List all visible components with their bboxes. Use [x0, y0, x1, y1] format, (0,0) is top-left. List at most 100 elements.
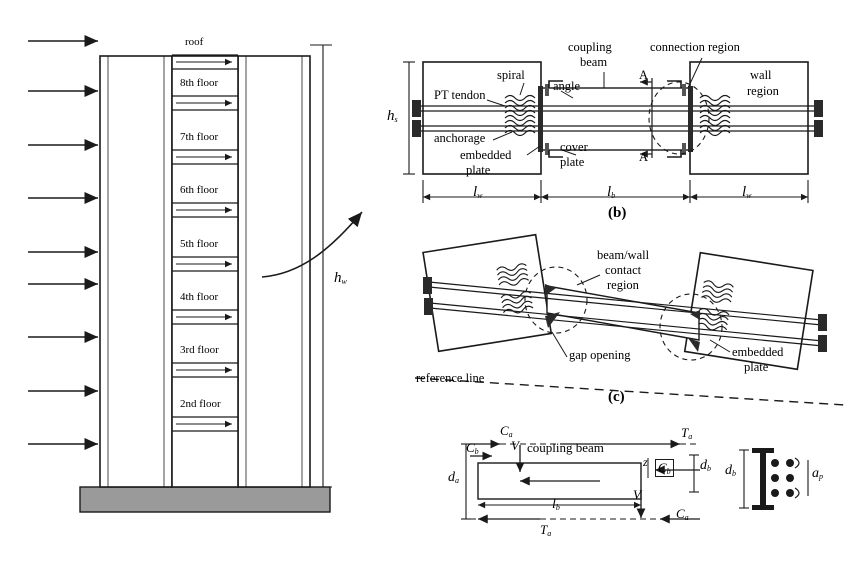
force-ta-right-base: T	[681, 425, 689, 440]
force-ta-bottom-base: T	[540, 522, 548, 537]
dimension-hs-line	[403, 61, 415, 175]
cover-plate-label-line2: plate	[560, 155, 585, 169]
connection-region-highlight	[648, 81, 710, 155]
beam-direction-arrows	[176, 58, 232, 428]
dimension-lw-left-sub: w	[477, 191, 483, 200]
dimension-lw-left-base: l	[473, 184, 478, 200]
floor-label-7th: 7th floor	[180, 131, 219, 143]
panel-a-elevation	[28, 35, 363, 513]
dimension-lw-right-base: l	[742, 184, 747, 200]
dimension-hw	[310, 44, 332, 488]
pt-tendon-label: PT tendon	[434, 88, 486, 102]
dimension-lw-right-label: lw	[742, 184, 752, 201]
force-ca-top-sub: a	[508, 430, 513, 439]
dimension-hs-sub: s	[394, 115, 398, 124]
dimension-z-label: z	[643, 455, 648, 469]
force-ta-right: Ta	[681, 425, 692, 441]
force-ca-bottom-base: C	[676, 506, 685, 521]
dimension-ap-label: ap	[812, 466, 823, 482]
coupling-beam-label-line1: coupling	[568, 40, 612, 54]
dimension-db-section-label: db	[725, 463, 736, 479]
embedded-plate-label-b-line2: plate	[466, 163, 491, 177]
force-v-right: V	[633, 487, 641, 502]
dimension-lb-label-d: lb	[552, 497, 560, 513]
lateral-load-arrows	[28, 35, 98, 450]
cover-plate-label-line1: cover	[560, 140, 588, 154]
section-marker-a-top: A	[639, 68, 649, 82]
panel-b-caption: (b)	[608, 205, 627, 221]
floor-label-roof: roof	[185, 36, 204, 48]
coupling-beams-stack	[172, 54, 238, 432]
anchorage-label: anchorage	[434, 131, 486, 145]
dimension-db-section-base: d	[725, 463, 732, 478]
dimension-db-right-base: d	[700, 458, 707, 473]
embedded-plate-label-c-line1: embedded	[732, 345, 784, 359]
dimension-ap-sub: p	[819, 472, 823, 481]
deformed-coupling-beam	[546, 285, 700, 341]
reference-line	[414, 377, 846, 406]
dimension-lb-sub-d: b	[555, 503, 560, 512]
embedded-plate-label-c-line2: plate	[744, 360, 769, 374]
panel-c-caption: (c)	[608, 389, 625, 405]
embedded-plate-label-b-line1: embedded	[460, 148, 512, 162]
dimension-db-section-sub: b	[732, 469, 736, 478]
beam-wall-contact-label-line3: region	[607, 278, 639, 292]
dimension-db-right-label: db	[700, 458, 711, 474]
panel-d-freebody	[461, 439, 809, 524]
force-cb-right-sub: b	[666, 467, 671, 476]
left-wall-pier	[99, 55, 173, 488]
dimension-da-base: d	[448, 470, 455, 485]
force-ta-right-sub: a	[688, 432, 693, 441]
dimension-hs-base: h	[387, 108, 395, 124]
floor-label-5th: 5th floor	[180, 238, 219, 250]
force-ta-bottom-sub: a	[547, 529, 552, 538]
dimension-da-line	[461, 443, 471, 520]
dimension-lb-sub-b: b	[611, 191, 616, 200]
connection-region-label: connection region	[650, 40, 740, 54]
spiral-label: spiral	[497, 68, 525, 82]
deformed-anchorages	[423, 277, 827, 352]
dimension-lb-label-b: lb	[607, 184, 615, 201]
floor-label-2nd: 2nd floor	[180, 398, 221, 410]
reference-line-label: reference line	[416, 371, 485, 385]
contact-region-highlight-right	[659, 293, 723, 361]
right-wall-rotated	[683, 251, 814, 371]
dimension-da-sub: a	[455, 476, 459, 485]
force-ca-top-base: C	[500, 423, 509, 438]
dimension-lb-base-b: l	[607, 184, 612, 200]
force-cb-left-sub: b	[474, 447, 479, 456]
dimension-hw-sub: w	[341, 277, 347, 286]
dimension-hs-label: hs	[387, 108, 398, 125]
dimension-db-line	[689, 454, 699, 493]
pt-tendon-lines	[415, 105, 818, 132]
coupling-beam-label-line2: beam	[580, 55, 608, 69]
connection-angles	[548, 80, 682, 158]
right-wall-region-box	[689, 61, 809, 175]
dimension-da-label: da	[448, 470, 459, 486]
force-cb-right: Cb	[655, 459, 674, 477]
section-cut-aa	[640, 78, 653, 158]
dimension-hw-label: hw	[334, 270, 347, 287]
dimension-chain-b	[422, 180, 809, 203]
panel-b-detail	[403, 57, 823, 203]
dimension-ap-base: a	[812, 466, 819, 481]
callout-leader	[261, 211, 363, 278]
deformed-tendons	[428, 281, 824, 347]
panel-c-deformed	[414, 233, 846, 406]
angle-label: angle	[553, 79, 581, 93]
panel-c-leaders	[551, 274, 731, 358]
floor-label-3rd: 3rd floor	[180, 344, 219, 356]
force-cb-left: Cb	[466, 440, 479, 456]
coupling-beam-label-d: coupling beam	[527, 440, 604, 455]
dimension-lw-left-label: lw	[473, 184, 483, 201]
dimension-db-right-sub: b	[707, 464, 711, 473]
gap-opening-wedges	[545, 284, 700, 352]
force-cb-left-base: C	[466, 440, 475, 455]
dimension-hw-base: h	[334, 270, 342, 286]
contact-region-highlight-left	[524, 266, 588, 334]
force-ta-bottom-left: Ta	[540, 522, 551, 538]
beam-wall-contact-label-line1: beam/wall	[597, 248, 650, 262]
right-wall-pier	[237, 55, 311, 488]
